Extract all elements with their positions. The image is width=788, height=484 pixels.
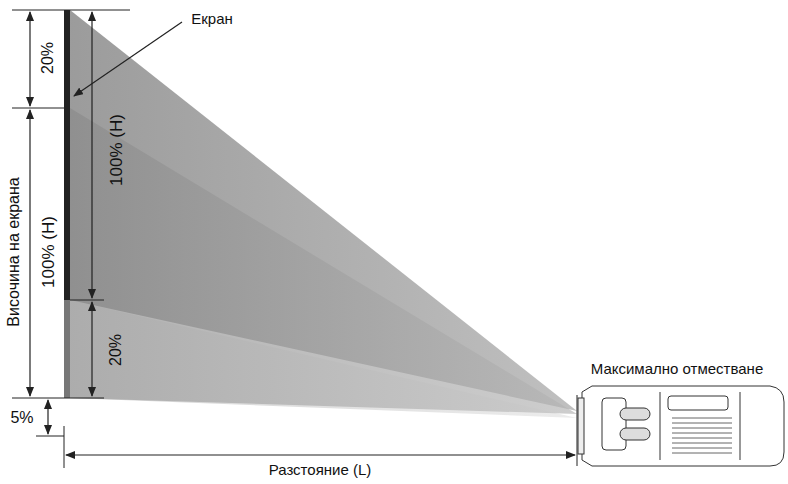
- dimension-label: 20%: [108, 334, 124, 366]
- vent-line: [672, 453, 732, 454]
- vent-line: [672, 448, 732, 449]
- vent-line: [672, 423, 732, 424]
- screen-label: Екран: [191, 11, 233, 26]
- dimension-label: 20%: [40, 42, 56, 74]
- vent-line: [672, 438, 732, 439]
- dimension-label: 100% (H): [108, 114, 125, 186]
- vent-line: [672, 418, 732, 419]
- dimension-label: Разстояние (L): [269, 462, 372, 477]
- axis-label: Височина на екрана: [6, 177, 22, 326]
- dimension-label: 100% (H): [40, 216, 57, 288]
- vent-line: [672, 443, 732, 444]
- vent-line: [672, 433, 732, 434]
- dimension-label: 5%: [10, 410, 33, 426]
- vent-line: [672, 428, 732, 429]
- projector-label: Максимално отместване: [591, 361, 764, 376]
